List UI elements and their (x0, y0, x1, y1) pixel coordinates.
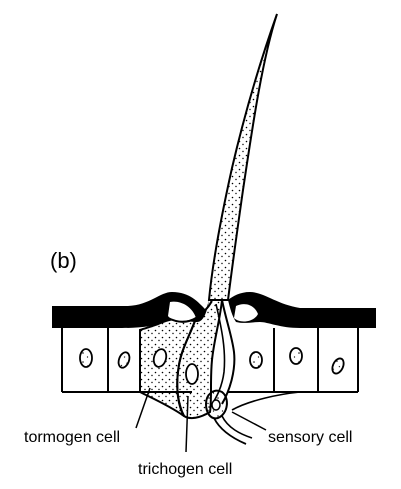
cell-nucleus (330, 357, 346, 376)
leader-sensory (232, 412, 266, 430)
cell-nucleus (80, 349, 92, 367)
cell-nucleus (117, 351, 132, 369)
sensory-axon (214, 418, 246, 444)
label-trichogen-cell: trichogen cell (138, 461, 232, 478)
panel-label: (b) (50, 248, 77, 273)
trichogen-nucleus (186, 364, 198, 384)
label-sensory-cell: sensory cell (268, 429, 352, 446)
basal-line (232, 392, 300, 410)
hair-shaft (209, 14, 277, 300)
sensory-axon-2 (222, 416, 252, 438)
label-tormogen-cell: tormogen cell (24, 429, 120, 446)
sensory-nucleus (212, 400, 220, 410)
cell-nucleus (290, 348, 302, 364)
cell-nucleus (250, 352, 262, 368)
